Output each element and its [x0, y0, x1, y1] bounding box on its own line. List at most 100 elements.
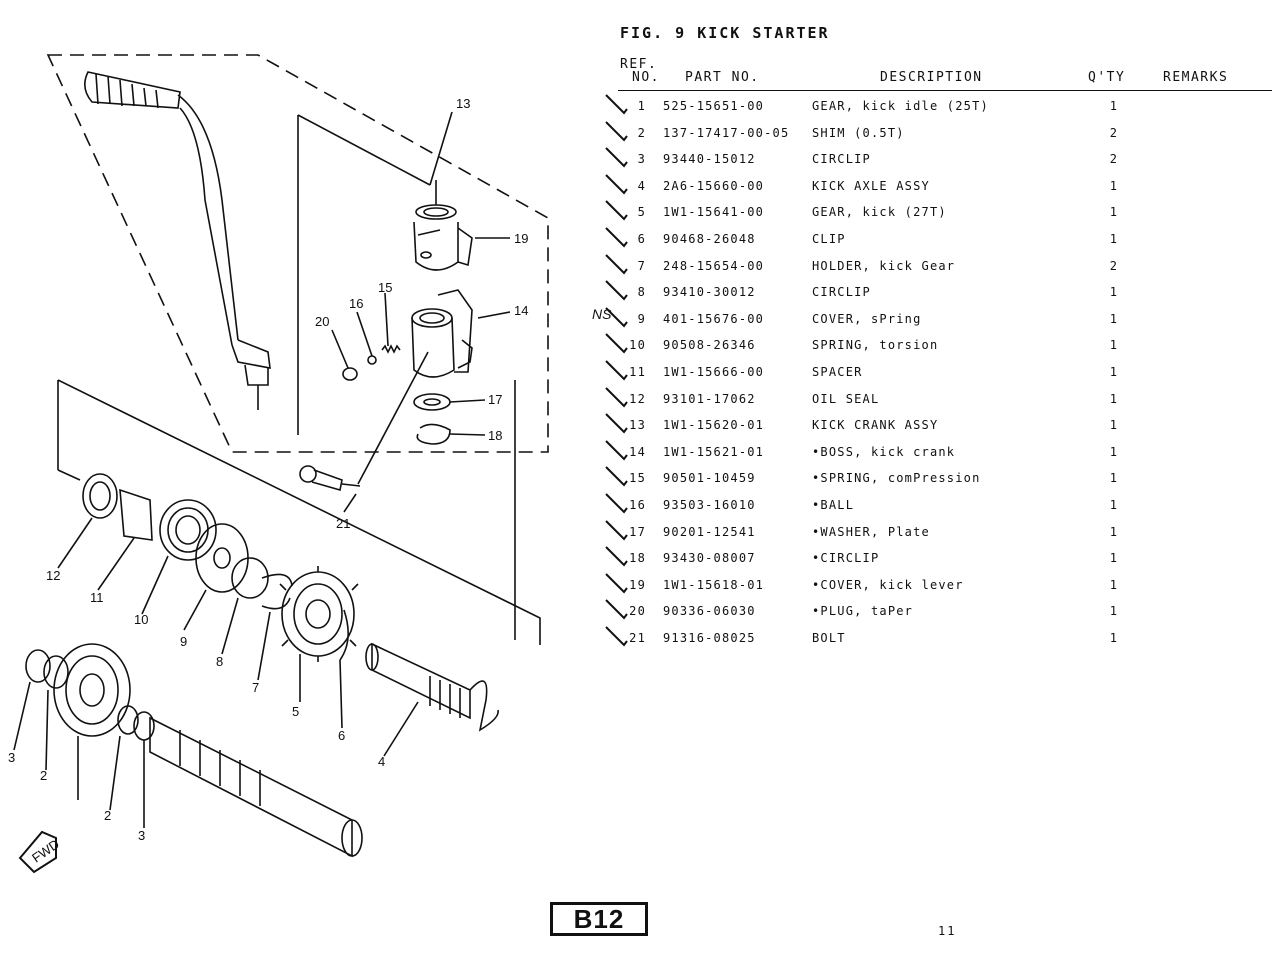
- callout-9: 9: [180, 634, 187, 649]
- part-description: KICK AXLE ASSY: [812, 178, 930, 193]
- part-number: 1W1-15641-00: [663, 205, 765, 220]
- kick-crank-boss: [411, 289, 473, 378]
- check-mark-icon: [605, 333, 628, 354]
- part-qty: 1: [1109, 604, 1119, 619]
- part-description: KICK CRANK ASSY: [812, 418, 939, 433]
- callout-20: 20: [315, 314, 329, 329]
- part-description: BOLT: [812, 630, 846, 645]
- part-number: 525-15651-00: [663, 99, 765, 113]
- part-number: 90201-12541: [663, 524, 756, 539]
- check-mark-icon: [605, 546, 628, 567]
- part-number: 93410-30012: [663, 285, 756, 300]
- part-description: •WASHER, Plate: [812, 524, 930, 539]
- shim-2-left: [43, 655, 69, 689]
- ref-no: 16: [629, 497, 646, 512]
- fwd-arrow-icon: FWD: [18, 830, 62, 874]
- part-number: 90508-26346: [663, 338, 756, 353]
- callout-18: 18: [488, 428, 502, 443]
- check-mark-icon: [605, 253, 628, 275]
- callout-4: 4: [378, 754, 385, 769]
- description-header: DESCRIPTION: [880, 70, 983, 85]
- part-qty: 1: [1109, 99, 1119, 113]
- exploded-parts-diagram: FWD 13 19 15 16 14 20 17 18 21 12 11 10 …: [8, 54, 549, 874]
- callout-16: 16: [349, 296, 363, 311]
- callout-14: 14: [514, 303, 528, 318]
- ref-no: 9: [637, 311, 646, 326]
- check-mark-icon: [605, 200, 628, 221]
- part-description: •PLUG, taPer: [812, 604, 914, 619]
- ref-no: 1: [637, 99, 646, 113]
- part-qty: 1: [1109, 391, 1119, 406]
- part-qty: 1: [1109, 285, 1119, 300]
- part-number: 90501-10459: [663, 471, 756, 486]
- qty-header: Q'TY: [1088, 70, 1126, 85]
- part-description: •COVER, kick lever: [812, 577, 964, 592]
- part-number: 93503-16010: [663, 497, 756, 512]
- callout-8: 8: [216, 654, 223, 669]
- callout-21: 21: [336, 516, 350, 531]
- part-description: •CIRCLIP: [812, 551, 880, 566]
- ref-no: 10: [629, 338, 646, 353]
- shim-2-right: [117, 705, 139, 735]
- check-mark-icon: [605, 307, 628, 328]
- check-mark-icon: [605, 493, 628, 514]
- section-badge: B12: [550, 902, 648, 936]
- callout-7: 7: [252, 680, 259, 695]
- part-qty: 1: [1109, 524, 1119, 539]
- ref-no: 20: [629, 604, 646, 619]
- part-number: 1W1-15620-01: [663, 418, 765, 433]
- handwritten-note: NS: [592, 306, 612, 322]
- ref-no: 11: [629, 364, 646, 379]
- ref-no: 4: [637, 178, 646, 193]
- part-qty: 2: [1109, 258, 1119, 273]
- kick-axle: [365, 642, 499, 732]
- part-description: HOLDER, kick Gear: [812, 258, 956, 273]
- part-qty: 1: [1109, 418, 1119, 433]
- part-description: SHIM (0.5T): [812, 125, 905, 140]
- part-description: CLIP: [812, 231, 846, 246]
- remarks-header: REMARKS: [1163, 70, 1229, 85]
- ref-no: 13: [629, 418, 646, 433]
- part-qty: 1: [1109, 338, 1119, 353]
- part-qty: 1: [1109, 551, 1119, 566]
- ref-no: 2: [637, 125, 646, 140]
- part-number: 90468-26048: [663, 231, 756, 246]
- callout-19: 19: [514, 231, 528, 246]
- callout-11: 11: [90, 590, 104, 605]
- callout-2-left: 2: [40, 768, 47, 783]
- check-mark-icon: [605, 440, 628, 461]
- part-number: 248-15654-00: [663, 258, 765, 273]
- ref-no: 5: [637, 205, 646, 220]
- lower-frame: [57, 379, 541, 645]
- check-mark-icon: [605, 280, 628, 301]
- table-row: 13 1W1-15620-01 KICK CRANK ASSY 1: [600, 413, 1272, 441]
- clip: [339, 609, 349, 661]
- check-mark-icon: [605, 94, 628, 115]
- ref-no: 19: [629, 577, 646, 592]
- callout-17: 17: [488, 392, 502, 407]
- ref-no: 7: [637, 258, 646, 273]
- kick-lever: [84, 71, 271, 410]
- torsion-spring: [159, 499, 217, 561]
- part-number: 93101-17062: [663, 391, 756, 406]
- check-mark-icon: [605, 174, 628, 195]
- callout-5: 5: [292, 704, 299, 719]
- kick-lever-cover: [413, 180, 473, 271]
- part-number: 90336-06030: [663, 604, 756, 619]
- part-qty: 1: [1109, 577, 1119, 592]
- callout-15: 15: [378, 280, 392, 295]
- callout-labels: 13 19 15 16 14 20 17 18 21 12 11 10 9 8 …: [8, 96, 528, 843]
- ref-no: 3: [637, 152, 646, 167]
- part-qty: 1: [1109, 205, 1119, 220]
- check-mark-icon: [605, 572, 628, 594]
- ref-no: 6: [637, 231, 646, 246]
- callout-3-left: 3: [8, 750, 15, 765]
- part-description: GEAR, kick (27T): [812, 205, 947, 220]
